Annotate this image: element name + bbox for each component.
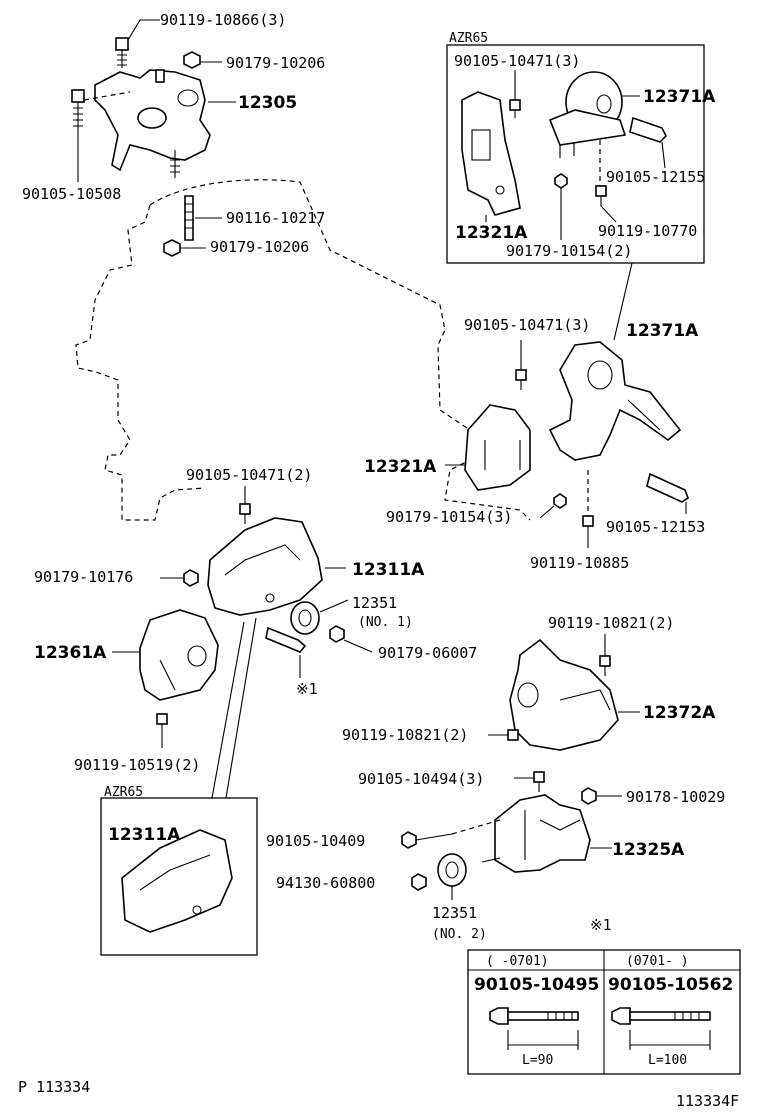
- label-90119-10519: 90119-10519(2): [74, 756, 200, 774]
- nut-90178-10029-icon: [581, 787, 597, 805]
- bolt-90119-10885-icon: [582, 515, 594, 538]
- nut-90179-06007-icon: [329, 625, 345, 643]
- label-90119-10866: 90119-10866(3): [160, 11, 286, 29]
- nut-90179-10154-top-icon: [554, 173, 568, 189]
- bolt-90119-10821-b-icon: [507, 729, 519, 741]
- bolt-note1-icon: [265, 626, 307, 653]
- label-12371A-b: 12371A: [626, 321, 699, 341]
- bolt-90105-10471-left-icon: [239, 503, 251, 524]
- bolt-90105-10409-icon: [401, 831, 453, 849]
- mount-12305: [94, 69, 211, 178]
- footer-right: 113334F: [676, 1092, 739, 1110]
- bolt-90119-10770-icon: [595, 185, 607, 206]
- nut-90179-10176-icon: [183, 569, 199, 587]
- label-12311A-b: 12311A: [108, 825, 181, 845]
- label-90116-10217: 90116-10217: [226, 209, 325, 227]
- bolt-90105-12153-icon: [646, 472, 689, 503]
- label-no2: (NO. 2): [432, 927, 487, 942]
- label-90179-10206: 90179-10206: [210, 238, 309, 256]
- label-12311A-a: 12311A: [352, 560, 425, 580]
- label-90178-10029: 90178-10029: [626, 788, 725, 806]
- label-azr65-bottom: AZR65: [104, 785, 143, 800]
- table-length-left: L=90: [522, 1053, 553, 1068]
- mount-12371A-main: [548, 341, 682, 461]
- bolt-90105-10494-icon: [533, 771, 545, 792]
- bolt-90105-10495-icon: [489, 1007, 579, 1050]
- label-90179-10176: 90179-10176: [34, 568, 133, 586]
- nut-94130-60800-icon: [411, 873, 427, 891]
- azr65-bottom-box: [100, 797, 258, 956]
- label-94130-60800: 94130-60800: [276, 874, 375, 892]
- label-90105-10471-c: 90105-10471(2): [186, 466, 312, 484]
- label-90105-10494: 90105-10494(3): [358, 770, 484, 788]
- label-12325A: 12325A: [612, 840, 685, 860]
- bolt-90105-12155-icon: [629, 116, 667, 143]
- label-12321A-a: 12321A: [455, 223, 528, 243]
- mount-12371A-top: [548, 71, 627, 146]
- mount-12372A: [509, 638, 619, 751]
- table-header-right: (0701- ): [626, 954, 689, 969]
- label-90179-10206-top: 90179-10206: [226, 54, 325, 72]
- label-12351-b: 12351: [432, 904, 477, 922]
- note1-table: [467, 949, 741, 1075]
- bolt-90105-10471-main-icon: [515, 369, 527, 390]
- bracket-12321A-main: [464, 404, 531, 491]
- nut-90179-10154-main-icon: [553, 493, 567, 509]
- label-12361A: 12361A: [34, 643, 107, 663]
- label-90179-10154-b: 90179-10154(3): [386, 508, 512, 526]
- table-header-left: ( -0701): [486, 954, 549, 969]
- azr65-top-box: [446, 44, 705, 264]
- label-90105-10409: 90105-10409: [266, 832, 365, 850]
- label-12305: 12305: [238, 93, 297, 113]
- label-90105-10471-a: 90105-10471(3): [454, 52, 580, 70]
- bolt-90119-10519-icon: [156, 713, 168, 734]
- label-90105-10508: 90105-10508: [22, 185, 121, 203]
- label-90119-10885: 90119-10885: [530, 554, 629, 572]
- nut-90179-10206-top-icon: [183, 51, 201, 69]
- footer-left: P 113334: [18, 1078, 90, 1096]
- bolt-90105-10562-icon: [611, 1007, 711, 1050]
- label-90119-10821-a: 90119-10821(2): [548, 614, 674, 632]
- bolt-90105-10471-top-icon: [509, 99, 521, 118]
- table-part-left: 90105-10495: [474, 975, 599, 995]
- label-90179-06007: 90179-06007: [378, 644, 477, 662]
- bushing-12351-no2: [437, 853, 467, 887]
- label-12321A-b: 12321A: [364, 457, 437, 477]
- nut-90179-10206-icon: [163, 239, 181, 257]
- table-part-right: 90105-10562: [608, 975, 733, 995]
- label-note1-a: ※1: [296, 680, 318, 698]
- label-90119-10821-b: 90119-10821(2): [342, 726, 468, 744]
- label-12371A-a: 12371A: [643, 87, 716, 107]
- label-90119-10770: 90119-10770: [598, 222, 697, 240]
- label-azr65-top: AZR65: [449, 31, 488, 46]
- bolt-90105-10508-icon: [71, 89, 85, 135]
- bushing-12351-no1: [290, 601, 320, 635]
- label-90105-12153: 90105-12153: [606, 518, 705, 536]
- label-12372A: 12372A: [643, 703, 716, 723]
- table-length-right: L=100: [648, 1053, 687, 1068]
- bracket-12311A-main: [207, 517, 323, 616]
- bracket-12325A: [481, 794, 591, 873]
- stud-90116-10217-icon: [184, 195, 194, 241]
- label-no1: (NO. 1): [358, 615, 413, 630]
- label-90105-12155: 90105-12155: [606, 168, 705, 186]
- mount-12361A: [139, 609, 219, 701]
- label-12351-a: 12351: [352, 594, 397, 612]
- bolt-90119-10866-icon: [115, 37, 129, 68]
- bracket-12311A-bottom: [121, 829, 233, 933]
- label-90179-10154-a: 90179-10154(2): [506, 242, 632, 260]
- bolt-90119-10821-a-icon: [599, 655, 611, 676]
- label-note1-b: ※1: [590, 916, 612, 934]
- label-90105-10471-b: 90105-10471(3): [464, 316, 590, 334]
- bracket-12321A-top: [461, 91, 521, 216]
